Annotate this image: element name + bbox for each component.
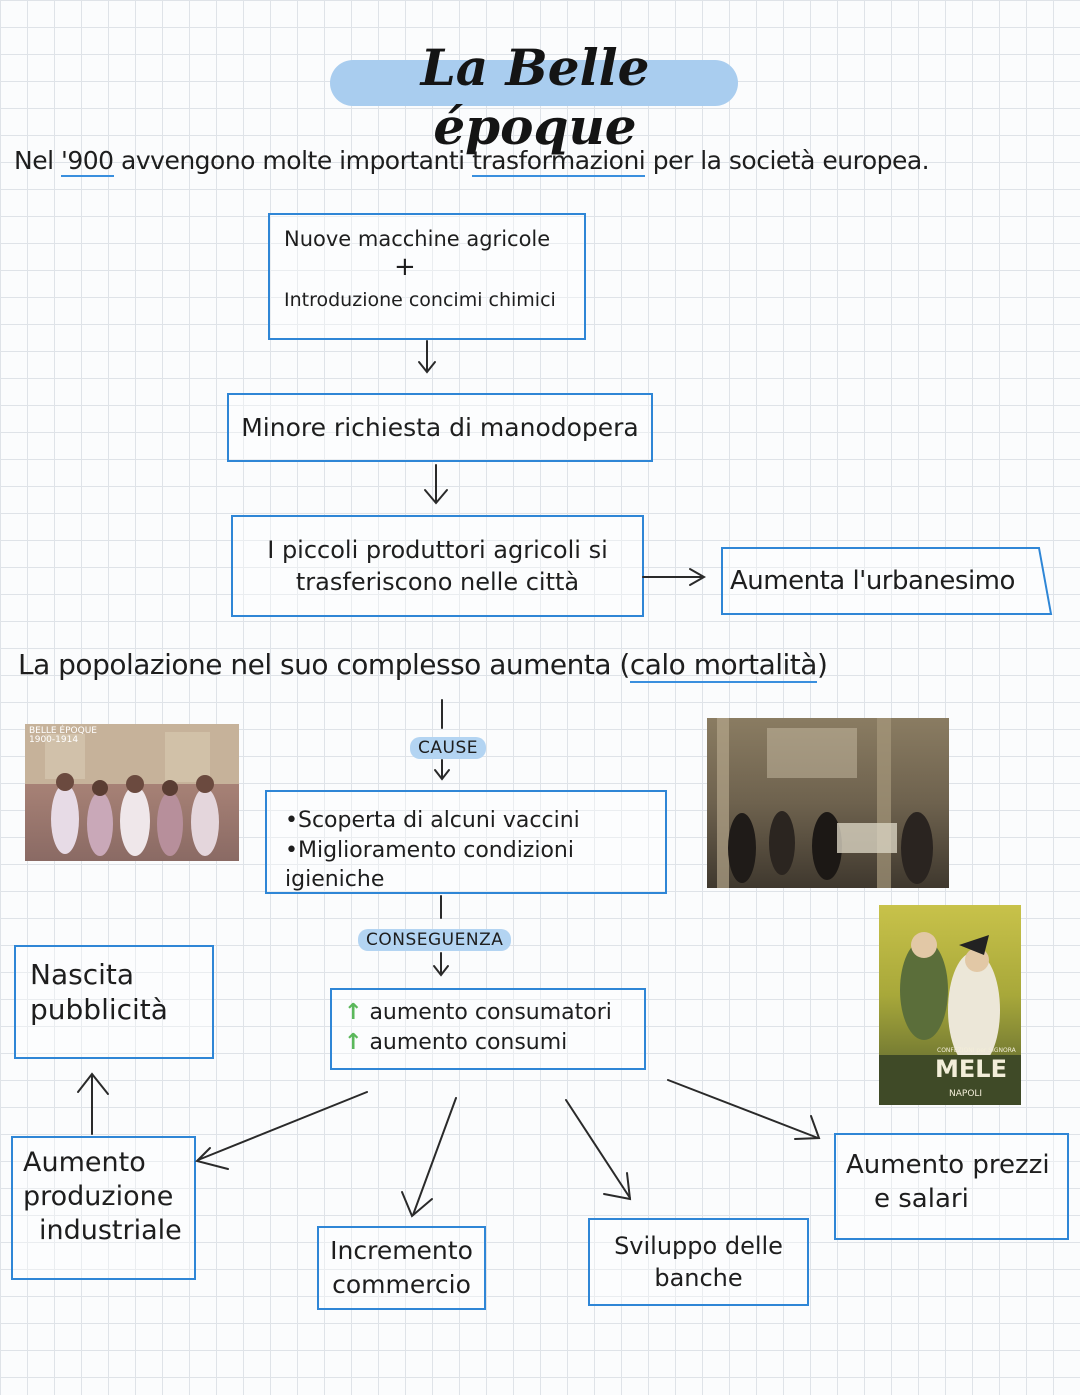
arrow-machines-to-labour <box>418 340 436 374</box>
intro-year: '900 <box>60 146 114 177</box>
machines-line-1: Nuove macchine agricole <box>284 227 551 251</box>
arrow-farmers-to-urban <box>642 568 707 586</box>
labour-text: Minore richiesta di manodopera <box>241 412 639 442</box>
box-consumers: ↑ aumento consumatori ↑ aumento consumi <box>330 988 646 1070</box>
fashion-scene-illustration <box>25 724 239 856</box>
prices-line-2: e salari <box>874 1183 969 1214</box>
box-new-machines: Nuove macchine agricole + Introduzione c… <box>268 213 586 340</box>
production-line-1: Aumento <box>23 1147 146 1178</box>
arrow-to-banks <box>565 1099 632 1201</box>
picture-caption: BELLE ÉPOQUE 1900-1914 <box>29 727 97 745</box>
arrow-to-production <box>195 1091 368 1170</box>
up-arrow-icon: ↑ <box>344 1000 363 1025</box>
arrow-to-prices <box>667 1079 821 1140</box>
banks-line-2: banche <box>654 1264 743 1292</box>
commerce-line-2: commercio <box>332 1270 471 1299</box>
box-advertising: Nascita pubblicità <box>14 945 214 1059</box>
arrow-labour-to-farmers <box>424 464 448 505</box>
population-text: La popolazione nel suo complesso aumenta <box>18 648 611 681</box>
cafe-interior-picture <box>707 718 949 888</box>
box-banks: Sviluppo delle banche <box>588 1218 809 1306</box>
mele-poster-picture: CONFEZIONI per SIGNORA MELE NAPOLI <box>879 905 1021 1105</box>
intro-middle: avvengono molte importanti <box>121 146 465 175</box>
intro-prefix: Nel <box>14 146 54 175</box>
advertising-line-1: Nascita <box>30 958 135 991</box>
farmers-line-1: I piccoli produttori agricoli si <box>267 535 608 564</box>
arrow-causes-tag <box>434 759 450 781</box>
poster-city: NAPOLI <box>949 1089 983 1099</box>
banks-line-1: Sviluppo delle <box>614 1231 783 1260</box>
title-highlight <box>330 60 738 106</box>
tag-consequence: CONSEGUENZA <box>358 929 512 951</box>
production-line-3: industriale <box>39 1214 182 1246</box>
box-commerce: Incremento commercio <box>317 1226 486 1310</box>
arrow-consequence-tag <box>433 952 449 977</box>
cafe-scene-illustration <box>717 718 933 888</box>
box-causes: •Scoperta di alcuni vaccini •Miglioramen… <box>265 790 667 894</box>
intro-highlight: trasformazioni <box>472 146 646 177</box>
consumers-item-1: aumento consumatori <box>369 1000 612 1025</box>
machines-line-2: Introduzione concimi chimici <box>284 288 556 311</box>
poster-illustration <box>879 932 1021 1105</box>
farmers-line-2: trasferiscono nelle città <box>295 568 580 596</box>
box-farmers-move: I piccoli produttori agricoli si trasfer… <box>231 515 644 617</box>
urban-text: Aumenta l'urbanesimo <box>730 566 1015 596</box>
tag-causes: CAUSE <box>410 737 486 759</box>
box-less-labour: Minore richiesta di manodopera <box>227 393 653 462</box>
paren-open: ( <box>619 648 630 681</box>
consumers-item-2: aumento consumi <box>369 1029 568 1055</box>
poster-line: CONFEZIONI per SIGNORA <box>937 1047 1016 1054</box>
cause-hygiene: •Miglioramento condizioni igieniche <box>285 837 574 893</box>
picture-caption-2: 1900-1914 <box>29 735 79 745</box>
paren-close: ) <box>816 648 828 681</box>
page-title: La Belle époque <box>420 38 650 156</box>
production-line-2: produzione <box>23 1180 174 1212</box>
title-block: La Belle époque <box>330 38 740 156</box>
population-mortality: calo mortalità <box>629 648 817 683</box>
plus-sign: + <box>394 252 416 283</box>
picture-caption-1: BELLE ÉPOQUE <box>29 726 97 736</box>
advertising-line-2: pubblicità <box>30 993 168 1026</box>
intro-sentence: Nel '900 avvengono molte importanti tras… <box>14 146 930 177</box>
arrow-to-commerce <box>401 1097 457 1218</box>
box-prices: Aumento prezzi e salari <box>834 1133 1069 1240</box>
belle-epoque-fashion-picture: BELLE ÉPOQUE 1900-1914 <box>25 724 239 861</box>
box-production: Aumento produzione industriale <box>11 1136 196 1280</box>
prices-line-1: Aumento prezzi <box>846 1150 1050 1180</box>
cause-vaccines: •Scoperta di alcuni vaccini <box>285 808 580 833</box>
population-sentence: La popolazione nel suo complesso aumenta… <box>18 648 828 683</box>
commerce-line-1: Incremento <box>330 1236 473 1266</box>
poster-brand: MELE <box>935 1055 1007 1083</box>
up-arrow-icon: ↑ <box>344 1029 363 1055</box>
intro-suffix: per la società europea. <box>652 146 930 175</box>
arrow-production-to-advertising <box>77 1072 109 1135</box>
